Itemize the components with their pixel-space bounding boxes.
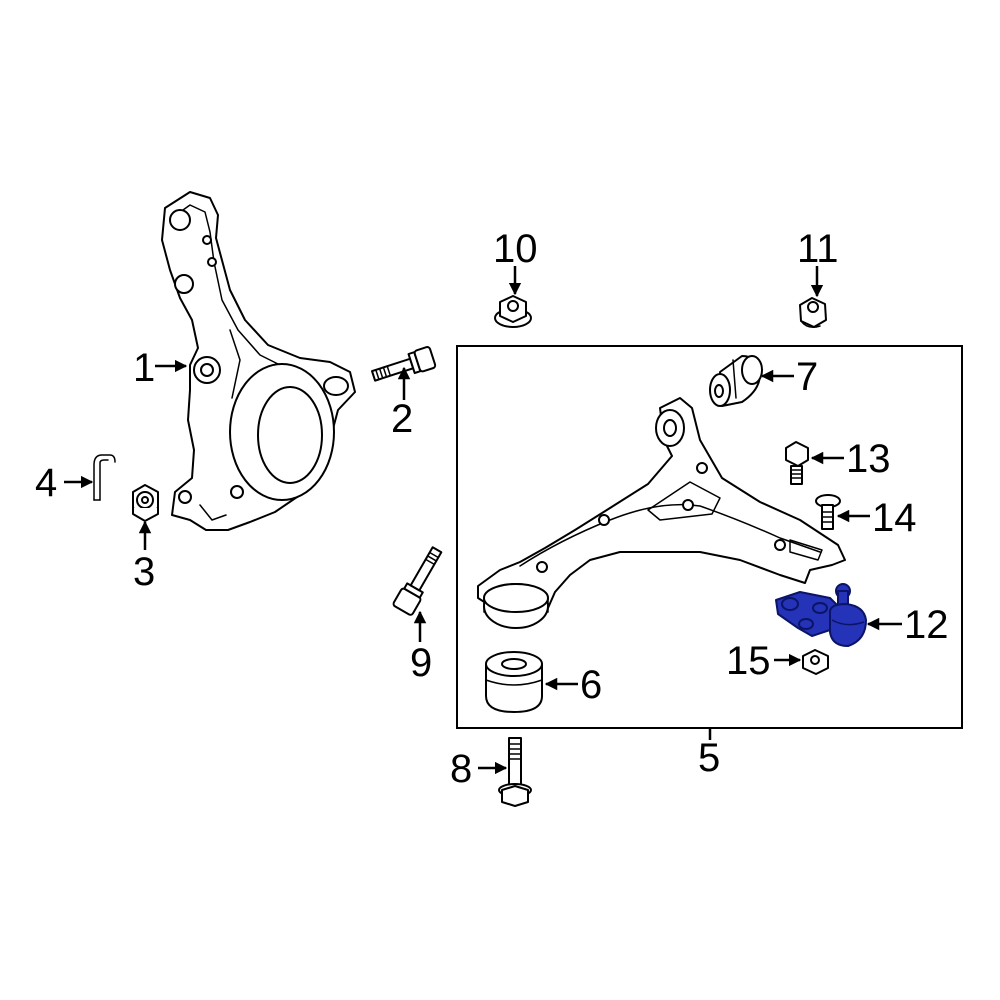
callout-9: 9 <box>410 641 432 685</box>
nut-3[interactable] <box>132 484 159 522</box>
callout-13: 13 <box>846 437 891 481</box>
steering-knuckle[interactable] <box>161 191 356 531</box>
callout-4: 4 <box>35 461 57 505</box>
rear-bushing-7[interactable] <box>709 355 763 407</box>
nut-15[interactable] <box>802 649 829 675</box>
callout-8: 8 <box>450 747 472 791</box>
callout-14: 14 <box>872 496 917 540</box>
ball-joint-12[interactable] <box>775 583 867 647</box>
callout-5: 5 <box>698 736 720 780</box>
callout-12: 12 <box>904 603 949 647</box>
callout-6: 6 <box>580 663 602 707</box>
bolt-14[interactable] <box>815 494 841 530</box>
callout-7: 7 <box>796 355 818 399</box>
callout-2: 2 <box>391 397 413 441</box>
bolt-9[interactable] <box>392 544 446 616</box>
callout-15: 15 <box>726 639 771 683</box>
cotter-pin-4[interactable] <box>93 454 116 501</box>
bolt-2[interactable] <box>370 346 437 386</box>
callout-3: 3 <box>133 550 155 594</box>
callout-10: 10 <box>493 227 538 271</box>
leader-lines <box>64 266 902 775</box>
callout-11: 11 <box>797 227 839 271</box>
lower-control-arm[interactable] <box>477 397 846 629</box>
bolt-13[interactable] <box>785 441 809 485</box>
callout-1: 1 <box>133 346 155 390</box>
nut-11[interactable] <box>799 297 827 328</box>
front-bushing-6[interactable] <box>485 651 543 713</box>
flange-nut-10[interactable] <box>494 295 532 328</box>
bolt-8[interactable] <box>498 737 532 807</box>
